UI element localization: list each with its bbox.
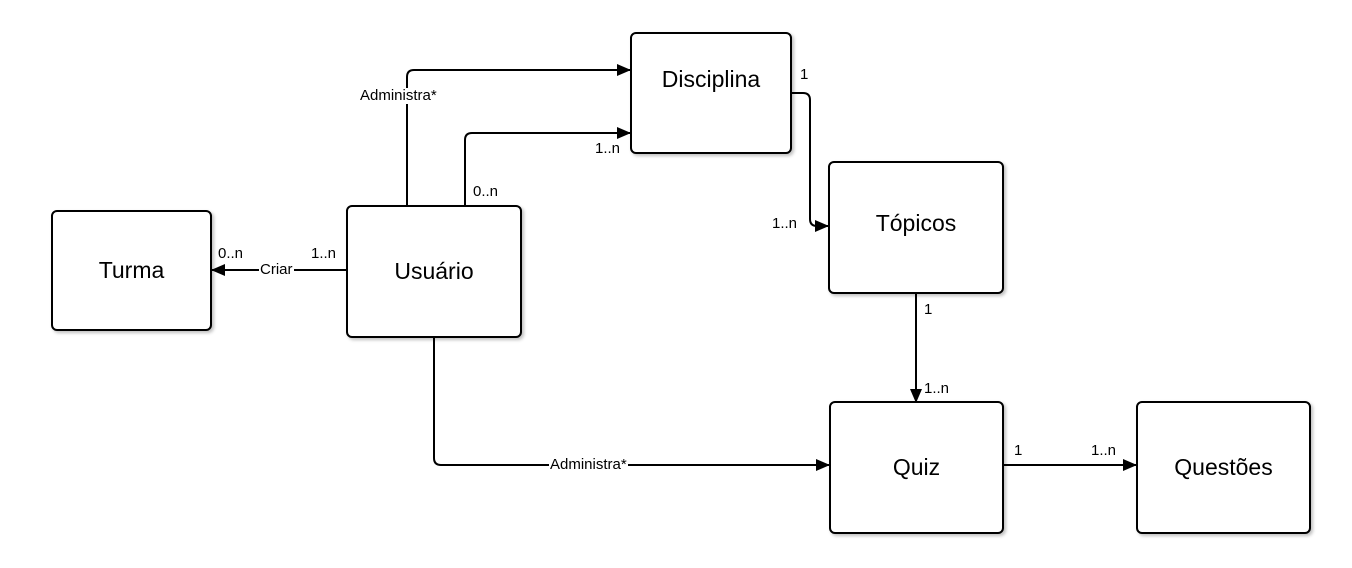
edge-disciplina-topicos — [792, 92, 829, 232]
card-disciplina-usuario: 1..n — [595, 140, 621, 157]
edge-usuario-disciplina-admin — [406, 64, 631, 206]
card-disciplina-topicos: 1 — [800, 66, 809, 83]
card-usuario-disciplina: 0..n — [473, 183, 499, 200]
card-topicos-disciplina: 1..n — [772, 215, 798, 232]
card-questoes-quiz: 1..n — [1091, 442, 1117, 459]
edge-usuario-quiz-admin — [433, 338, 830, 471]
card-turma: 0..n — [218, 245, 244, 262]
entity-topicos: Tópicos — [828, 161, 1004, 294]
card-quiz-topicos: 1..n — [924, 380, 950, 397]
entity-turma: Turma — [51, 210, 212, 331]
entity-questoes-label: Questões — [1174, 454, 1273, 480]
card-usuario-turma: 1..n — [311, 245, 337, 262]
entity-usuario-label: Usuário — [394, 258, 474, 284]
entity-quiz-label: Quiz — [892, 454, 941, 480]
entity-questoes: Questões — [1136, 401, 1311, 534]
entity-quiz: Quiz — [829, 401, 1004, 534]
entity-topicos-label: Tópicos — [875, 210, 957, 236]
entity-usuario: Usuário — [346, 205, 522, 338]
entity-turma-label: Turma — [98, 257, 165, 283]
card-topicos-quiz: 1 — [924, 301, 933, 318]
label-criar: Criar — [259, 261, 294, 278]
edge-usuario-disciplina — [464, 127, 631, 206]
label-administra-quiz: Administra* — [549, 456, 628, 473]
label-administra-disciplina: Administra* — [359, 87, 438, 104]
entity-disciplina: Disciplina — [630, 32, 792, 154]
card-quiz-questoes: 1 — [1014, 442, 1023, 459]
entity-disciplina-label: Disciplina — [661, 65, 761, 92]
